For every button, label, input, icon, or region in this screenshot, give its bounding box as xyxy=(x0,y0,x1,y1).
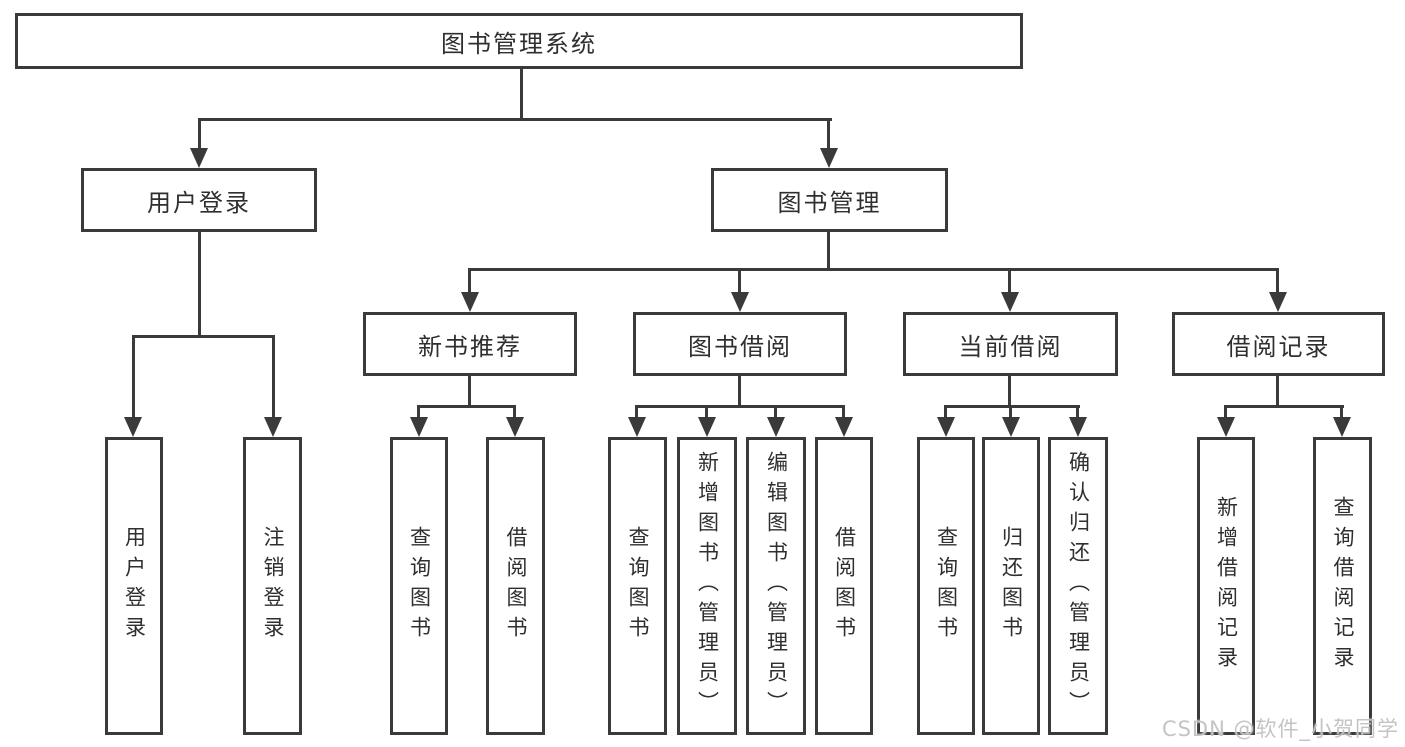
node-root-system-label: 图书管理系统 xyxy=(441,29,597,58)
connector-line xyxy=(417,405,516,408)
arrowhead-down-icon xyxy=(124,417,142,437)
node-new-book-recommendation-label: 新书推荐 xyxy=(418,332,522,361)
arrowhead-down-icon xyxy=(1001,292,1019,312)
connector-line xyxy=(198,118,201,148)
arrowhead-down-icon xyxy=(410,417,428,437)
connector-line xyxy=(1224,405,1227,417)
node-book-borrowing: 图书借阅 xyxy=(633,312,847,376)
connector-line xyxy=(468,376,471,405)
arrowhead-down-icon xyxy=(767,417,785,437)
connector-line xyxy=(1340,405,1343,417)
node-current-borrowing: 当前借阅 xyxy=(903,312,1118,376)
node-user-login-branch: 用户登录 xyxy=(81,168,317,232)
node-user-login-branch-label: 用户登录 xyxy=(147,188,251,217)
csdn-watermark: CSDN @软件_小贺同学 xyxy=(1161,717,1399,741)
leaf-current-confirm-return-admin-label: 确认归还（管理员） xyxy=(1066,451,1091,721)
connector-line xyxy=(944,405,1080,408)
connector-line xyxy=(635,405,638,417)
leaf-current-query-books-label: 查询图书 xyxy=(934,526,959,646)
leaf-borrowing-edit-books-admin-label: 编辑图书（管理员） xyxy=(764,451,789,721)
connector-line xyxy=(1009,405,1012,417)
leaf-borrowing-query-books-label: 查询图书 xyxy=(626,526,650,646)
leaf-newbook-borrow-books-label: 借阅图书 xyxy=(504,526,528,646)
arrowhead-down-icon xyxy=(820,148,838,168)
arrowhead-down-icon xyxy=(628,417,646,437)
leaf-current-query-books: 查询图书 xyxy=(917,437,975,735)
node-new-book-recommendation: 新书推荐 xyxy=(363,312,577,376)
leaf-user-login: 用户登录 xyxy=(105,437,163,735)
connector-line xyxy=(1008,376,1011,405)
connector-line xyxy=(198,118,832,121)
connector-line xyxy=(468,268,471,292)
arrowhead-down-icon xyxy=(1269,292,1287,312)
node-borrowing-records-label: 借阅记录 xyxy=(1226,332,1331,361)
connector-line xyxy=(774,405,777,417)
leaf-borrowing-add-books-admin-label: 新增图书（管理员） xyxy=(695,451,720,721)
connector-line xyxy=(198,232,201,335)
leaf-borrowing-edit-books-admin: 编辑图书（管理员） xyxy=(746,437,806,735)
arrowhead-down-icon xyxy=(731,292,749,312)
leaf-logout: 注销登录 xyxy=(243,437,302,735)
leaf-records-query-borrow-record-label: 查询借阅记录 xyxy=(1331,496,1355,676)
connector-line xyxy=(738,268,741,292)
leaf-newbook-query-books: 查询图书 xyxy=(390,437,448,735)
connector-line xyxy=(827,232,830,268)
arrowhead-down-icon xyxy=(835,417,853,437)
arrowhead-down-icon xyxy=(506,417,524,437)
leaf-borrowing-borrow-books: 借阅图书 xyxy=(815,437,873,735)
leaf-current-confirm-return-admin: 确认归还（管理员） xyxy=(1048,437,1108,735)
leaf-borrowing-borrow-books-label: 借阅图书 xyxy=(832,526,857,646)
arrowhead-down-icon xyxy=(937,417,955,437)
connector-line xyxy=(1276,376,1279,405)
connector-line xyxy=(705,405,708,417)
connector-line xyxy=(513,405,516,417)
leaf-logout-label: 注销登录 xyxy=(261,526,285,646)
leaf-records-add-borrow-record: 新增借阅记录 xyxy=(1197,437,1255,735)
leaf-borrowing-add-books-admin: 新增图书（管理员） xyxy=(677,437,737,735)
connector-line xyxy=(1076,405,1079,417)
connector-line xyxy=(272,335,275,417)
connector-line xyxy=(1008,268,1011,292)
leaf-borrowing-query-books: 查询图书 xyxy=(608,437,667,735)
connector-line xyxy=(635,405,845,408)
arrowhead-down-icon xyxy=(190,148,208,168)
connector-line xyxy=(842,405,845,417)
leaf-newbook-query-books-label: 查询图书 xyxy=(407,526,432,646)
node-book-management-branch-label: 图书管理 xyxy=(777,188,882,217)
connector-line xyxy=(944,405,947,417)
leaf-records-add-borrow-record-label: 新增借阅记录 xyxy=(1214,496,1239,676)
node-book-borrowing-label: 图书借阅 xyxy=(688,332,792,361)
node-book-management-branch: 图书管理 xyxy=(711,168,948,232)
node-borrowing-records: 借阅记录 xyxy=(1172,312,1385,376)
arrowhead-down-icon xyxy=(1217,417,1235,437)
leaf-current-return-books: 归还图书 xyxy=(982,437,1040,735)
arrowhead-down-icon xyxy=(698,417,716,437)
connector-line xyxy=(520,69,523,118)
connector-line xyxy=(1276,268,1279,292)
leaf-user-login-label: 用户登录 xyxy=(122,526,147,646)
node-root-system: 图书管理系统 xyxy=(15,13,1023,69)
connector-line xyxy=(1224,405,1344,408)
arrowhead-down-icon xyxy=(1002,417,1020,437)
connector-line xyxy=(468,268,1279,271)
leaf-current-return-books-label: 归还图书 xyxy=(999,526,1024,646)
arrowhead-down-icon xyxy=(1069,417,1087,437)
leaf-records-query-borrow-record: 查询借阅记录 xyxy=(1313,437,1372,735)
connector-line xyxy=(827,118,830,148)
connector-line xyxy=(132,335,135,417)
connector-line xyxy=(132,335,275,338)
connector-line xyxy=(417,405,420,417)
arrowhead-down-icon xyxy=(264,417,282,437)
connector-line xyxy=(738,376,741,405)
leaf-newbook-borrow-books: 借阅图书 xyxy=(486,437,545,735)
node-current-borrowing-label: 当前借阅 xyxy=(958,332,1063,361)
arrowhead-down-icon xyxy=(461,292,479,312)
arrowhead-down-icon xyxy=(1333,417,1351,437)
